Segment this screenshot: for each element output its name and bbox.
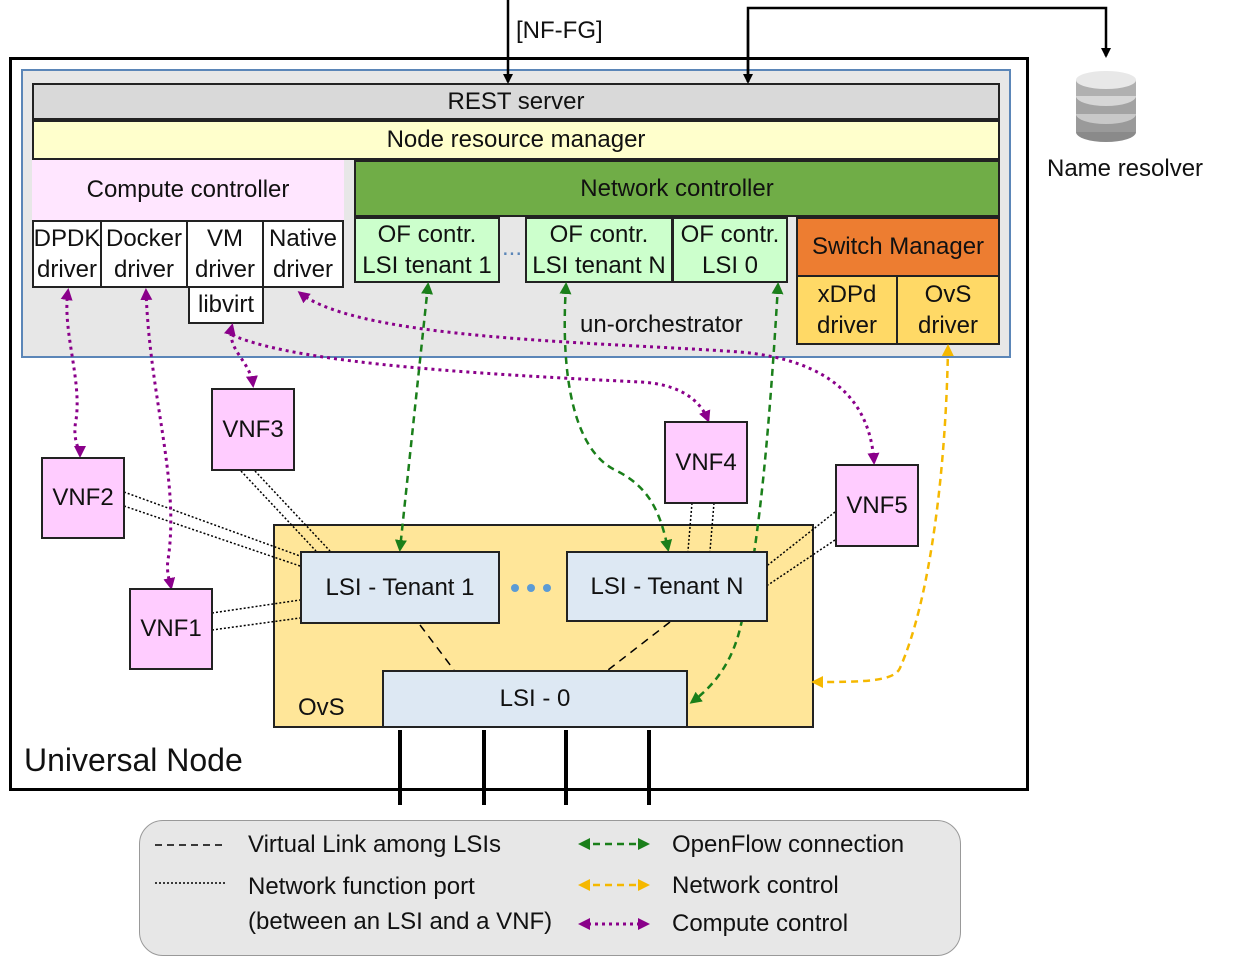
legend-symbols: [155, 838, 650, 930]
compute-control-links: [60, 288, 880, 590]
lsi-0: LSI - 0: [382, 670, 688, 728]
of-controller-tenant-n: OF contr. LSI tenant N: [525, 217, 673, 283]
ovs-label: OvS: [298, 694, 345, 721]
of-controller-tenant-1-line1: OF contr.: [377, 220, 477, 248]
ovs-driver: OvS driver: [896, 275, 1000, 345]
of-controller-tenant-n-line2: LSI tenant N: [532, 252, 666, 279]
vnf-1: VNF1: [129, 588, 213, 670]
name-resolver-label: Name resolver: [1047, 155, 1204, 182]
legend-virtual-link-label: Virtual Link among LSIs: [248, 831, 502, 858]
vnf-5: VNF5: [835, 464, 919, 547]
legend-nf-port-label-2: (between an LSI and a VNF): [248, 908, 553, 935]
ellipsis-dot: [511, 584, 519, 592]
vm-driver-line1: VM: [207, 224, 243, 252]
vm-driver: VM driver: [186, 220, 264, 288]
vnf-4: VNF4: [664, 421, 748, 504]
of-controller-lsi-0-line2: LSI 0: [701, 252, 759, 279]
ovs-driver-line2: driver: [917, 312, 978, 339]
compute-controller-label: Compute controller: [86, 176, 290, 204]
lsi-tenant-1: LSI - Tenant 1: [300, 551, 500, 624]
of-controller-tenant-n-line1: OF contr.: [549, 220, 649, 248]
vm-driver-line2: driver: [194, 256, 255, 283]
legend-network-control-label: Network control: [672, 872, 839, 899]
nffg-input-label: [NF-FG]: [516, 17, 603, 44]
vnf-2: VNF2: [41, 457, 125, 539]
dpdk-driver-line2: driver: [36, 256, 97, 283]
libvirt: libvirt: [188, 286, 264, 324]
of-controller-tenant-1-line2: LSI tenant 1: [362, 252, 492, 279]
native-driver: Native driver: [262, 220, 344, 288]
name-resolver-link: [746, 6, 1111, 82]
of-controller-lsi-0-line1: OF contr.: [680, 220, 780, 248]
dpdk-driver: DPDK driver: [32, 220, 102, 288]
universal-node-label: Universal Node: [24, 742, 243, 778]
node-resource-manager: Node resource manager: [32, 120, 1000, 160]
native-driver-line1: Native: [268, 224, 338, 252]
native-driver-line2: driver: [272, 256, 333, 283]
of-controller-tenant-1: OF contr. LSI tenant 1: [354, 217, 500, 283]
ellipsis-dot: [527, 584, 535, 592]
legend-nf-port-label: Network function port: [248, 873, 475, 900]
switch-manager: Switch Manager: [796, 217, 1000, 277]
universal-node-box: [9, 57, 1029, 791]
legend-openflow-label: OpenFlow connection: [672, 831, 905, 858]
legend-compute-control-label: Compute control: [672, 910, 849, 937]
network-control-link: [811, 344, 954, 688]
network-controller: Network controller: [354, 160, 1000, 217]
of-controllers-ellipsis: ...: [502, 234, 523, 261]
ellipsis-dot: [543, 584, 551, 592]
of-controller-lsi-0: OF contr. LSI 0: [672, 217, 788, 283]
ovs-driver-line1: OvS: [924, 280, 972, 308]
docker-driver: Docker driver: [100, 220, 188, 288]
rest-server: REST server: [32, 83, 1000, 120]
vnf-3: VNF3: [211, 388, 295, 471]
docker-driver-line2: driver: [113, 256, 174, 283]
legend: [139, 820, 961, 956]
docker-driver-line1: Docker: [105, 224, 183, 252]
virtual-link: [607, 621, 671, 671]
lsi-tenant-n: LSI - Tenant N: [566, 551, 768, 622]
virtual-link: [419, 624, 455, 671]
database-icon: [1076, 71, 1136, 142]
dpdk-driver-line1: DPDK: [33, 224, 101, 252]
